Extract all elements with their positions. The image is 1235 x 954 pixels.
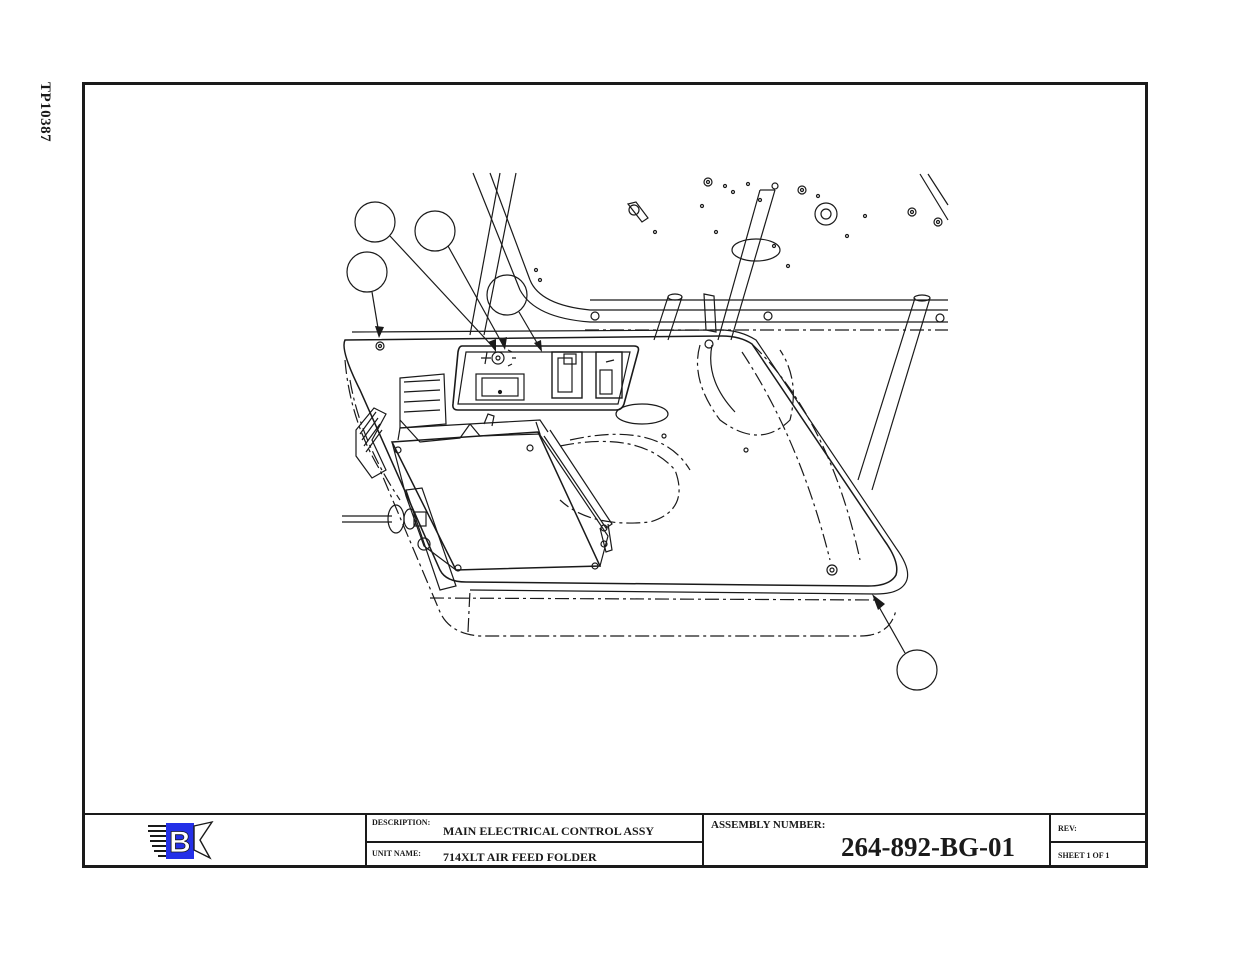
main-panel-plate bbox=[343, 329, 909, 637]
balloon-callout-1 bbox=[354, 201, 396, 243]
rev-label: REV: bbox=[1058, 824, 1077, 833]
drawing-frame bbox=[82, 82, 1148, 868]
title-block bbox=[84, 813, 1148, 868]
balloon-callout-2 bbox=[414, 210, 456, 252]
assembly-number-value: 264-892-BG-01 bbox=[841, 832, 1015, 862]
unit-name-value: 714XLT AIR FEED FOLDER bbox=[443, 850, 597, 864]
assembly-number-label: ASSEMBLY NUMBER: bbox=[711, 819, 826, 831]
company-logo-icon: B bbox=[148, 820, 214, 860]
electrical-enclosure bbox=[342, 373, 613, 591]
control-panel bbox=[452, 345, 640, 411]
unit-name-label: UNIT NAME: bbox=[372, 849, 421, 858]
description-label: DESCRIPTION: bbox=[372, 818, 431, 827]
sheet-label: SHEET 1 OF 1 bbox=[1058, 851, 1110, 860]
upper-fasteners bbox=[533, 177, 945, 349]
description-value: MAIN ELECTRICAL CONTROL ASSY bbox=[443, 824, 655, 838]
balloon-callout-3 bbox=[346, 251, 388, 293]
callouts bbox=[346, 201, 938, 691]
leader-arrowheads bbox=[375, 326, 885, 610]
svg-text:B: B bbox=[169, 826, 191, 859]
sheet-code: TP10387 bbox=[37, 82, 53, 143]
balloon-callout-4 bbox=[486, 274, 528, 316]
balloon-callout-5 bbox=[896, 649, 938, 691]
